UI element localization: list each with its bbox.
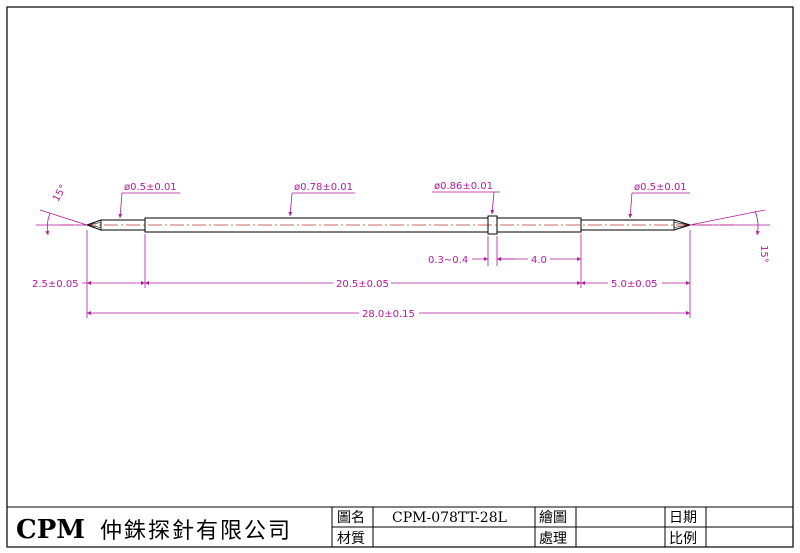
title-block (6, 506, 794, 548)
company-logo: CPM (16, 515, 85, 545)
left-angle: 15° (51, 183, 69, 204)
right-angle: 15° (758, 245, 769, 263)
label-scale: 比例 (669, 531, 697, 547)
label-drawing-name: 圖名 (337, 510, 365, 526)
part-number: CPM-078TT-28L (392, 510, 507, 526)
right-tip (580, 219, 692, 231)
body-diameter: ø0.78±0.01 (294, 182, 353, 193)
left-tip-diameter: ø0.5±0.01 (124, 182, 177, 193)
company-name: 仲銖探針有限公司 (100, 519, 292, 544)
probe-pin (60, 215, 735, 235)
right-tip-diameter: ø0.5±0.01 (634, 182, 687, 193)
total-length: 28.0±0.15 (362, 309, 415, 320)
label-material: 材質 (337, 531, 365, 547)
body-length: 20.5±0.05 (336, 279, 389, 290)
label-drawn-by: 繪圖 (539, 509, 567, 526)
right-tip-length: 5.0±0.05 (611, 279, 658, 290)
collar-width-dimension: 0.3~0.4 (428, 255, 468, 266)
label-process: 處理 (539, 531, 567, 547)
label-date: 日期 (669, 510, 697, 526)
collar-diameter: ø0.86±0.01 (434, 181, 493, 192)
drawing-frame (6, 6, 794, 548)
collar-to-end-dimension: 4.0 (531, 255, 547, 266)
left-tip-length: 2.5±0.05 (32, 279, 79, 290)
